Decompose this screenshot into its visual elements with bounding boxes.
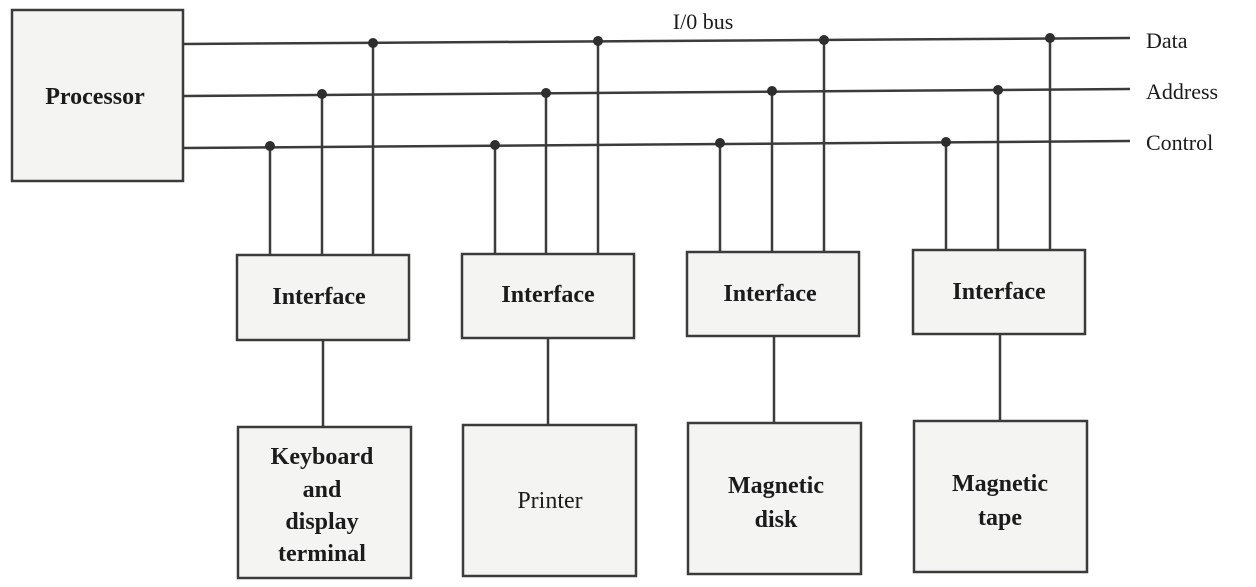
interface-box-3: Interface [685, 250, 861, 338]
device-label-line: Magnetic [952, 471, 1048, 497]
bus-line-label-address: Address [1146, 79, 1218, 104]
junction-dot [541, 88, 551, 98]
interface-box-4: Interface [911, 248, 1087, 336]
device-label-line: display [285, 509, 358, 535]
device-rect [686, 421, 863, 576]
device-box-keyboard-terminal: Keyboard and display terminal [236, 425, 413, 580]
junction-dot [265, 141, 275, 151]
device-label-line: Magnetic [728, 473, 824, 499]
device-connectors [321, 334, 1002, 427]
interface-box-1: Interface [235, 253, 411, 342]
processor-box: Processor [10, 8, 185, 183]
bus-line-label-control: Control [1146, 130, 1213, 155]
interface-label: Interface [501, 282, 595, 308]
device-label-line: Printer [517, 488, 582, 514]
device-label-line: and [303, 477, 342, 503]
interface-label: Interface [723, 281, 817, 307]
data-bus-line [182, 36, 1131, 46]
junction-dot [715, 138, 725, 148]
processor-label: Processor [45, 84, 145, 110]
interface-rect [911, 248, 1087, 336]
junction-dot [1045, 33, 1055, 43]
interface-rect [685, 250, 861, 338]
bus-line-label-data: Data [1146, 28, 1188, 53]
device-rect [236, 425, 413, 580]
interface-label: Interface [952, 279, 1046, 305]
device-rect [912, 419, 1089, 574]
junction-dot [819, 35, 829, 45]
device-label-line: terminal [278, 541, 366, 567]
device-label-line: tape [978, 505, 1022, 531]
device-box-magnetic-tape: Magnetic tape [912, 419, 1089, 574]
device-rect [461, 423, 638, 578]
processor-rect [10, 8, 185, 183]
interface-label: Interface [272, 284, 366, 310]
junction-dot [368, 38, 378, 48]
interface-boxes: Interface Interface Interface Interface [235, 248, 1087, 342]
bus-lines [182, 36, 1131, 150]
device-boxes: Keyboard and display terminal Printer Ma… [236, 419, 1089, 580]
junction-dot [767, 86, 777, 96]
junction-dot [993, 85, 1003, 95]
junction-dot [490, 140, 500, 150]
device-label-line: Keyboard [271, 444, 374, 470]
control-bus-line [182, 139, 1131, 150]
bus-title: I/0 bus [673, 9, 734, 34]
bus-labels: I/0 bus Data Address Control [673, 9, 1218, 155]
interface-box-2: Interface [460, 252, 636, 340]
device-label-line: disk [755, 507, 798, 533]
junction-dot [593, 36, 603, 46]
bus-junctions [265, 33, 1055, 151]
bus-taps [268, 38, 1052, 255]
interface-rect [235, 253, 411, 342]
interface-rect [460, 252, 636, 340]
junction-dot [941, 137, 951, 147]
device-box-printer: Printer [461, 423, 638, 578]
junction-dot [317, 89, 327, 99]
device-box-magnetic-disk: Magnetic disk [686, 421, 863, 576]
address-bus-line [182, 87, 1131, 98]
